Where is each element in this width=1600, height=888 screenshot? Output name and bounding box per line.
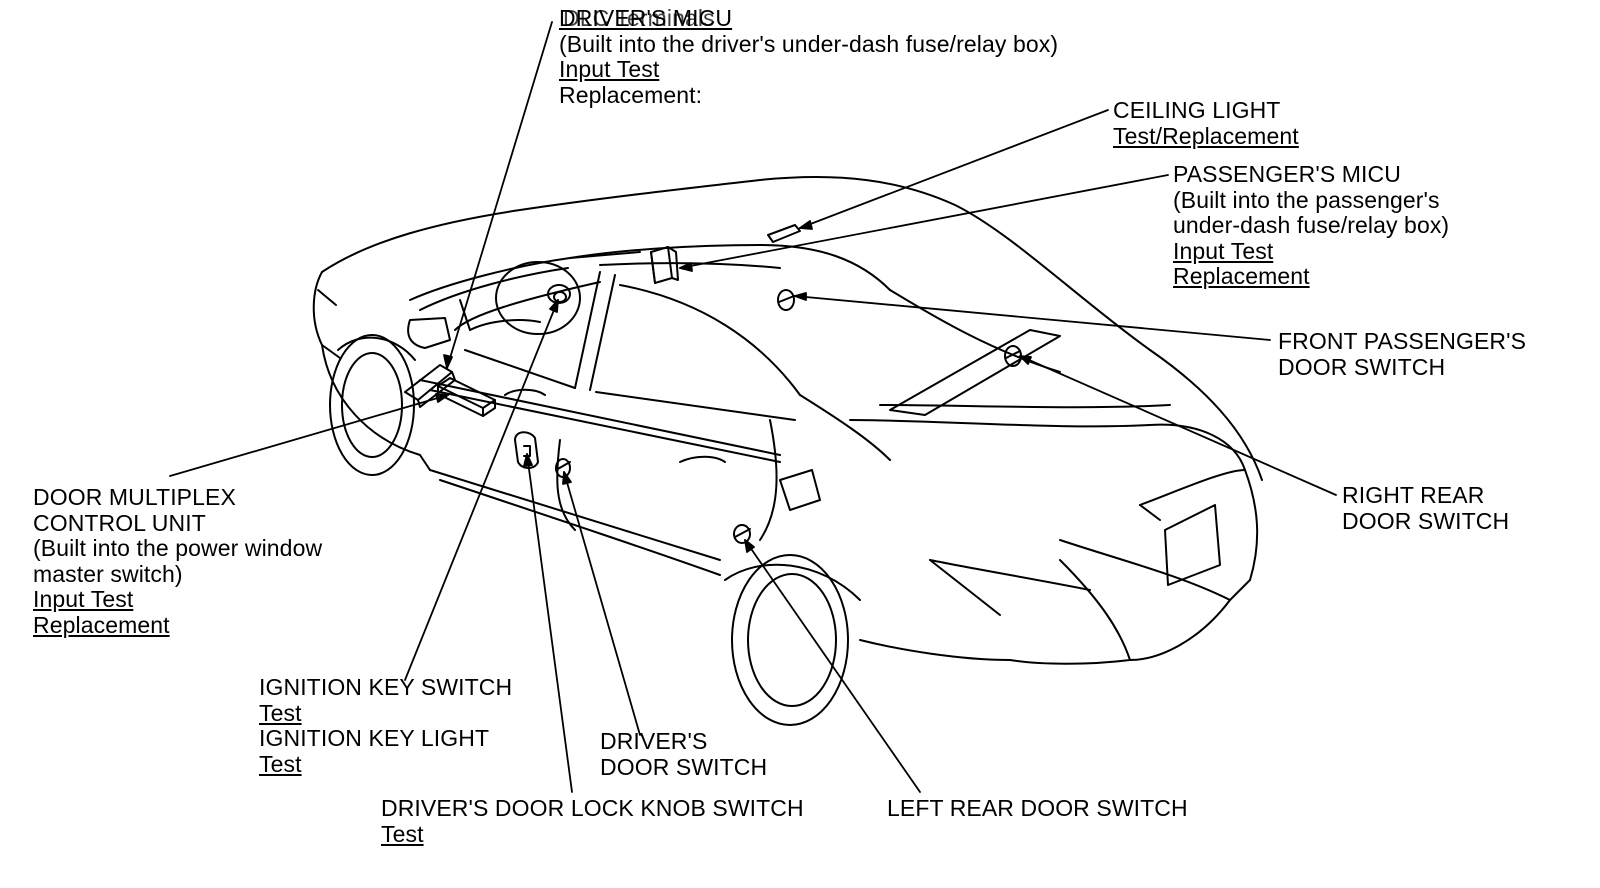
door-multiplex-input-test-link[interactable]: Input Test	[33, 586, 134, 612]
front-wheel	[329, 334, 416, 476]
drivers-micu-desc: (Built into the driver's under-dash fuse…	[559, 30, 1059, 57]
ignition-switch	[547, 284, 571, 304]
drivers-micu-label: DRIVER'S MICU DLC Terminals (Built into …	[559, 5, 1059, 108]
passengers-micu-replacement-link[interactable]: Replacement	[1173, 263, 1310, 289]
left-rear-door-switch-line1: LEFT REAR DOOR SWITCH	[887, 795, 1188, 821]
drivers-door-switch-label: DRIVER'S DOOR SWITCH	[600, 728, 768, 780]
ignition-label: IGNITION KEY SWITCH Test IGNITION KEY LI…	[259, 674, 513, 777]
front-passenger-door-switch-label: FRONT PASSENGER'S DOOR SWITCH	[1278, 328, 1527, 380]
interior	[459, 261, 581, 335]
ignition-key-light-title: IGNITION KEY LIGHT	[259, 725, 490, 751]
front-passenger-door-switch-line2: DOOR SWITCH	[1278, 353, 1446, 380]
passengers-micu-input-test-link[interactable]: Input Test	[1173, 237, 1274, 264]
door-multiplex-line2: CONTROL UNIT	[33, 509, 206, 536]
rear-wheel	[724, 554, 861, 726]
door-multiplex-line3: (Built into the power window	[33, 535, 323, 561]
door-multiplex-replacement-link[interactable]: Replacement	[33, 611, 170, 638]
ignition-key-switch-title: IGNITION KEY SWITCH	[259, 674, 513, 700]
drivers-door-switch-line1: DRIVER'S	[600, 728, 708, 754]
drivers-micu-title-b[interactable]: DLC Terminals	[563, 5, 715, 31]
right-rear-door-switch-line2: DOOR SWITCH	[1342, 507, 1510, 534]
ceiling-light-label: CEILING LIGHT Test/Replacement	[1113, 97, 1299, 149]
car-body	[312, 176, 1263, 665]
left-rear-door-switch-part	[733, 524, 751, 544]
front-passenger-door-switch-part	[777, 289, 795, 311]
ignition-key-light-test-link[interactable]: Test	[259, 750, 302, 777]
ceiling-light-replacement-link[interactable]: Replacement	[1162, 122, 1299, 149]
right-rear-door-switch-label: RIGHT REAR DOOR SWITCH	[1342, 482, 1510, 534]
door-multiplex-label: DOOR MULTIPLEX CONTROL UNIT (Built into …	[33, 484, 323, 638]
passengers-micu-desc-2: under-dash fuse/relay box)	[1173, 212, 1450, 238]
passengers-micu-box	[650, 246, 679, 284]
drivers-door-switch-line2: DOOR SWITCH	[600, 753, 768, 780]
right-rear-door-switch-line1: RIGHT REAR	[1342, 482, 1485, 508]
leader-lines	[169, 21, 1337, 793]
door-multiplex-unit	[437, 377, 496, 417]
door-lock-knob-test-link[interactable]: Test	[381, 820, 424, 847]
passengers-micu-label: PASSENGER'S MICU (Built into the passeng…	[1173, 161, 1450, 290]
drivers-micu-title[interactable]: DRIVER'S MICU DLC Terminals	[559, 5, 769, 32]
ignition-key-switch-test-link[interactable]: Test	[259, 699, 302, 726]
door-lock-knob-title: DRIVER'S DOOR LOCK KNOB SWITCH	[381, 795, 804, 821]
ceiling-light-test-link[interactable]: Test	[1113, 122, 1156, 149]
drivers-micu-replacement: Replacement:	[559, 81, 703, 108]
door-multiplex-line4: master switch)	[33, 560, 183, 587]
left-rear-door-switch-label: LEFT REAR DOOR SWITCH	[887, 795, 1188, 822]
door-lock-knob-label: DRIVER'S DOOR LOCK KNOB SWITCH Test	[381, 795, 804, 847]
drivers-micu-input-test-link[interactable]: Input Test	[559, 56, 660, 82]
front-passenger-door-switch-line1: FRONT PASSENGER'S	[1278, 328, 1527, 354]
passengers-micu-desc-1: (Built into the passenger's	[1173, 186, 1440, 213]
ceiling-light-title: CEILING LIGHT	[1113, 97, 1281, 123]
passengers-micu-title: PASSENGER'S MICU	[1173, 161, 1401, 187]
door-multiplex-line1: DOOR MULTIPLEX	[33, 484, 236, 510]
ceiling-light-part	[767, 224, 801, 243]
ceiling-light-separator: /	[1155, 122, 1163, 149]
drivers-micu-title-a[interactable]: DRIVER'S MICU	[559, 5, 733, 31]
